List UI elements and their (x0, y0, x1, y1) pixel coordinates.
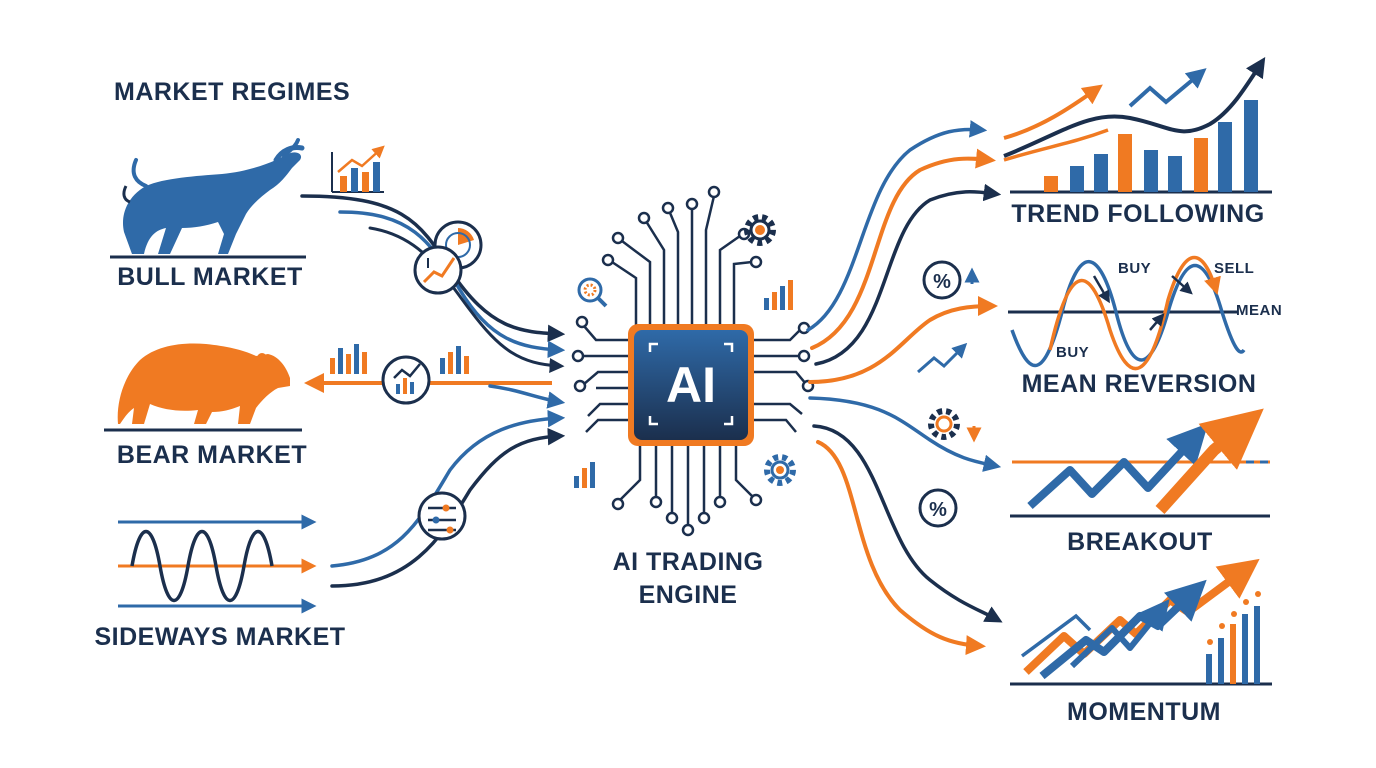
engine-title: AI TRADING ENGINE (613, 546, 764, 612)
circuit-chip-icon: AI (628, 324, 754, 446)
annotation-buy-bottom: BUY (1056, 344, 1090, 361)
regime-label-bear: BEAR MARKET (116, 441, 308, 469)
circuit-traces (571, 185, 815, 537)
percent-badge-text-bottom: % (929, 499, 947, 521)
breakout-chart-icon (1010, 408, 1270, 518)
regime-label-sideways: SIDEWAYS MARKET (94, 623, 346, 651)
uptrend-icon (917, 342, 968, 374)
percent-badge-icon-bottom: % (918, 488, 958, 528)
percent-badge-text: % (933, 271, 951, 293)
sideways-wave-icon (118, 514, 317, 614)
trend-chart-icon (1003, 56, 1272, 194)
engine-title-line1: AI TRADING (612, 548, 764, 576)
mean-reversion-wave-icon (1008, 255, 1246, 371)
momentum-chart-icon (1010, 558, 1272, 686)
gear-icon-right (928, 408, 982, 443)
bull-bar-chart-icon (331, 145, 385, 193)
bar-chart-icon-bottom (574, 462, 595, 488)
trend-badge-icon (413, 245, 463, 295)
bear-trend-badge-icon (381, 355, 431, 405)
annotation-mean: MEAN (1236, 302, 1283, 319)
percent-badge-icon-top: % (922, 260, 980, 300)
gear-icon-bottom (764, 454, 796, 486)
right-flow-lines (806, 120, 1003, 656)
gear-icon (744, 214, 776, 246)
bull-icon (110, 138, 306, 259)
bear-icon (104, 343, 302, 432)
annotation-buy-top: BUY (1118, 260, 1152, 277)
strategy-label-breakout: BREAKOUT (1067, 528, 1213, 556)
engine-title-line2: ENGINE (638, 581, 738, 609)
bear-bar-chart-icon-left (330, 344, 367, 374)
slider-settings-badge-icon (417, 491, 467, 541)
magnifier-gear-icon (577, 277, 608, 308)
strategy-label-momentum: MOMENTUM (1067, 698, 1221, 726)
annotation-sell: SELL (1214, 260, 1255, 277)
ai-chip-label: AI (666, 357, 716, 413)
regime-label-bull: BULL MARKET (117, 263, 303, 291)
strategy-label-trend-following: TREND FOLLOWING (1011, 200, 1265, 228)
bar-chart-icon (764, 280, 793, 310)
bear-bar-chart-icon-right (440, 346, 469, 374)
page-title: MARKET REGIMES (114, 78, 351, 106)
strategy-label-mean-reversion: MEAN REVERSION (1021, 370, 1257, 398)
